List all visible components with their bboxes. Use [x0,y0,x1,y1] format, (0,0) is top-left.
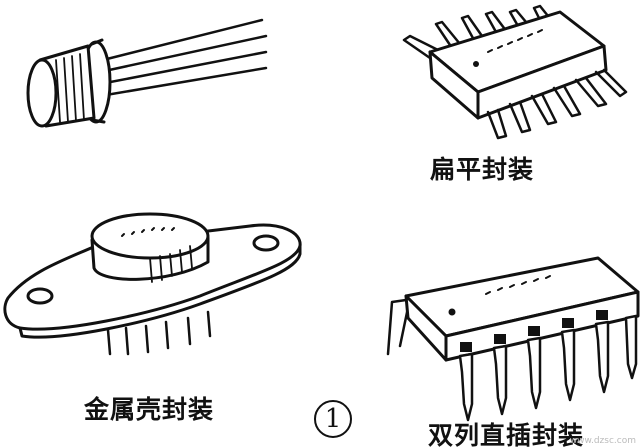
figure-number-circle: 1 [314,400,352,438]
label-metal-can-package: 金属壳封装 [84,395,215,424]
flat-package [402,4,628,140]
to-can-package [26,18,268,128]
label-dip-package: 双列直插封装 [428,421,585,448]
dip-package [386,256,640,422]
watermark-text: www.dzsc.com [569,436,636,446]
metal-can-package [3,212,302,356]
label-flat-package: 扁平封装 [430,155,535,184]
